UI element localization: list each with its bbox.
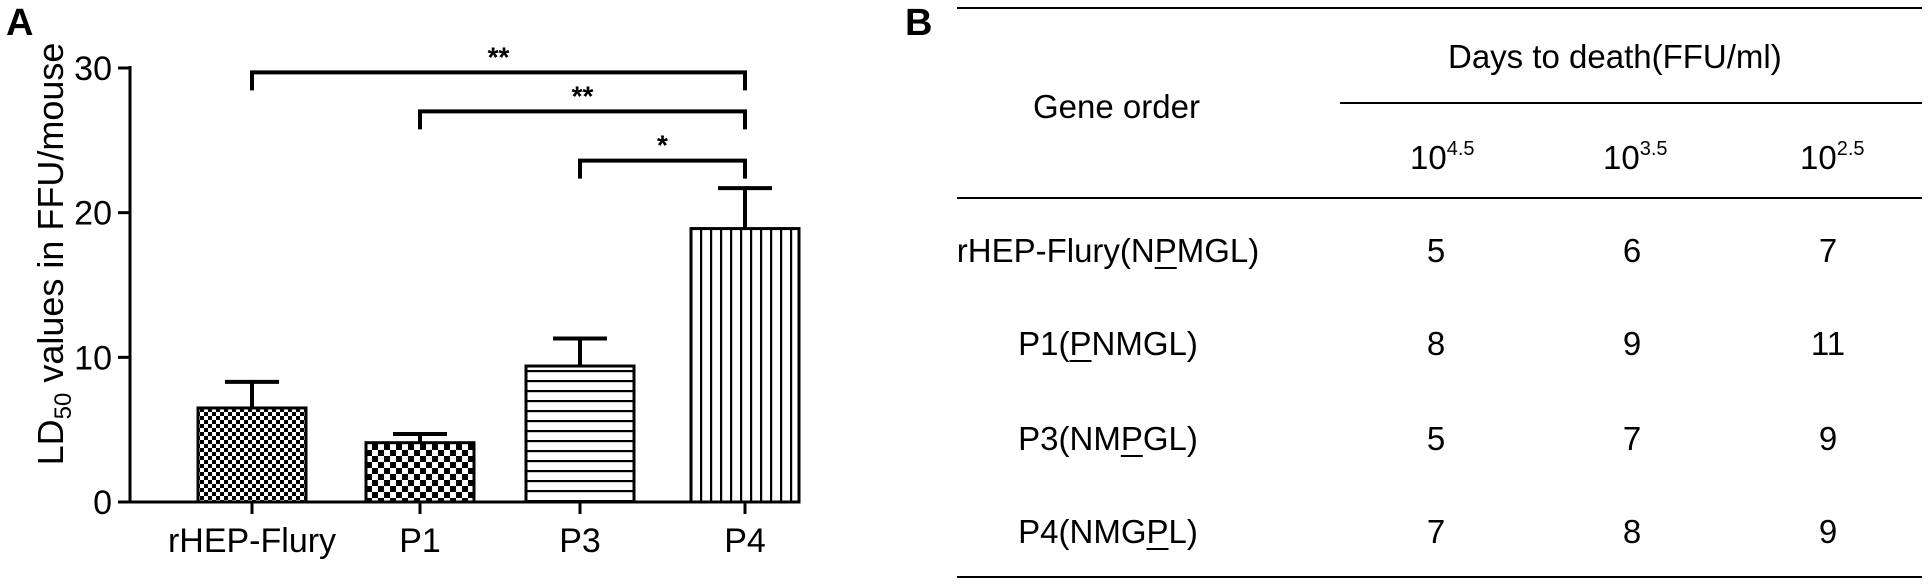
table-col-header-3: 102.5 (1800, 138, 1865, 177)
table-col-header-2: 103.5 (1603, 138, 1668, 177)
table-col-header-1: 104.5 (1410, 138, 1475, 177)
panel-label-a: A (6, 2, 34, 44)
significance-label: ** (488, 41, 510, 72)
significance-bracket (250, 70, 747, 91)
y-axis-label-rest: values in FFU/mouse (30, 43, 71, 393)
row-3-pre: P3(NM (1018, 420, 1121, 457)
table-row-header: Gene order (1033, 88, 1200, 125)
significance-label: * (657, 130, 668, 161)
table-row-label: P4(NMGPL) (1018, 513, 1198, 551)
y-tick-label: 10 (74, 339, 112, 377)
row-3-underlined: P (1120, 420, 1143, 457)
bar (196, 406, 308, 504)
x-tick-label: P4 (724, 522, 766, 560)
table-row-label: rHEP-Flury(NPMGL) (957, 232, 1260, 270)
significance-bracket (418, 109, 747, 130)
x-tick-label: P3 (559, 522, 601, 560)
table-cell: 8 (1426, 325, 1446, 362)
row-3-post: GL) (1142, 420, 1198, 457)
row-1-underlined: P (1154, 232, 1177, 269)
col-3-exp: 2.5 (1836, 138, 1865, 160)
row-1-pre: rHEP-Flury(N (956, 232, 1155, 269)
row-4-underlined: P (1146, 513, 1169, 550)
row-2-underlined: P (1069, 325, 1092, 362)
table-cell: 7 (1622, 420, 1642, 457)
table-cell: 7 (1426, 513, 1446, 550)
table-row-label: P1(PNMGL) (1018, 325, 1198, 363)
row-2-post: NMGL) (1091, 325, 1198, 362)
error-bars (225, 186, 772, 443)
table-cell: 5 (1426, 232, 1446, 269)
bar (689, 227, 801, 504)
y-tick-label: 20 (74, 195, 112, 233)
col-2-exp: 3.5 (1639, 138, 1668, 160)
col-1-exp: 4.5 (1446, 138, 1475, 160)
x-tick-label: P1 (399, 522, 441, 560)
y-tick-label: 0 (93, 484, 112, 522)
y-tick-labels: 0 10 20 30 (74, 50, 112, 522)
row-1-post: MGL) (1176, 232, 1260, 269)
row-4-pre: P4(NMG (1018, 513, 1147, 550)
table-row-label: P3(NMPGL) (1018, 420, 1198, 458)
table-group-header: Days to death(FFU/ml) (1448, 38, 1782, 75)
y-axis-label-subscript: 50 (50, 393, 77, 420)
significance-bracket (578, 158, 747, 179)
table-cell: 9 (1818, 420, 1838, 457)
bar (524, 364, 636, 504)
table-cell: 5 (1426, 420, 1446, 457)
significance-brackets: ***** (250, 41, 747, 179)
table-cell: 6 (1622, 232, 1642, 269)
col-2-base: 10 (1603, 139, 1640, 176)
row-2-pre: P1( (1018, 325, 1070, 362)
x-tick-labels: rHEP-Flury P1 P3 P4 (168, 522, 766, 560)
col-1-base: 10 (1410, 139, 1447, 176)
panel-label-b: B (905, 2, 933, 44)
col-3-base: 10 (1800, 139, 1837, 176)
y-axis-label-main: LD (30, 419, 71, 465)
x-tick-label: rHEP-Flury (168, 522, 336, 560)
table-cell: 8 (1622, 513, 1642, 550)
bars (196, 227, 801, 504)
table-cell: 11 (1810, 325, 1846, 362)
table-cell: 7 (1818, 232, 1838, 269)
y-tick-label: 30 (74, 50, 112, 88)
row-4-post: L) (1168, 513, 1198, 550)
table-cell: 9 (1622, 325, 1642, 362)
significance-label: ** (572, 80, 594, 111)
bar (364, 441, 476, 504)
table-cell: 9 (1818, 513, 1838, 550)
y-axis-label: LD50 values in FFU/mouse (30, 43, 77, 466)
